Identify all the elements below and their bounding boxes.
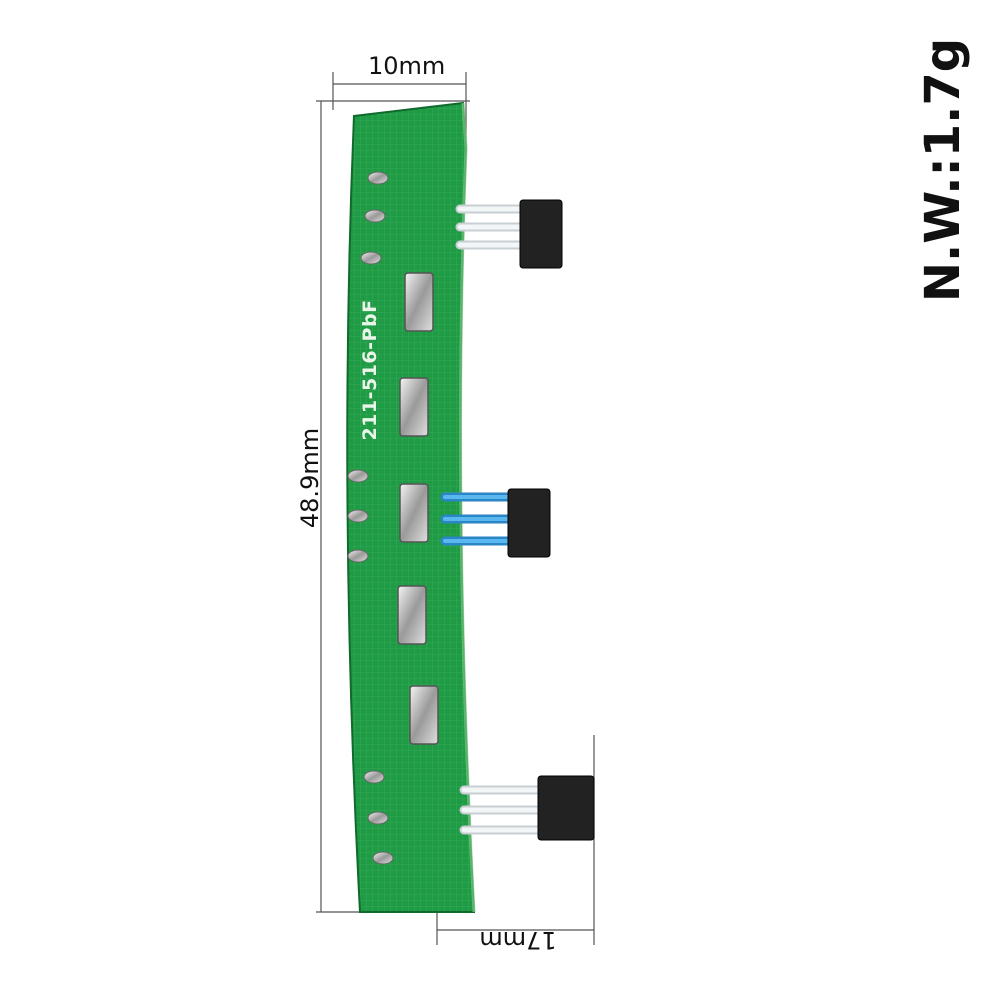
- height-dimension-label: 48.9mm: [296, 427, 324, 529]
- width-dimension-label: 10mm: [368, 52, 446, 80]
- net-weight-label: N.W.:1.7g: [915, 37, 971, 303]
- hall-sensor-bottom: [459, 775, 595, 841]
- metal-contacts: [397, 272, 439, 745]
- hall-sensor-top: [455, 199, 563, 269]
- pcb-marking: 211-516-PbF: [359, 299, 381, 441]
- solder-pads: [347, 171, 394, 865]
- depth-dimension-label: 17mm: [479, 926, 557, 954]
- hall-sensor-middle: [440, 488, 551, 558]
